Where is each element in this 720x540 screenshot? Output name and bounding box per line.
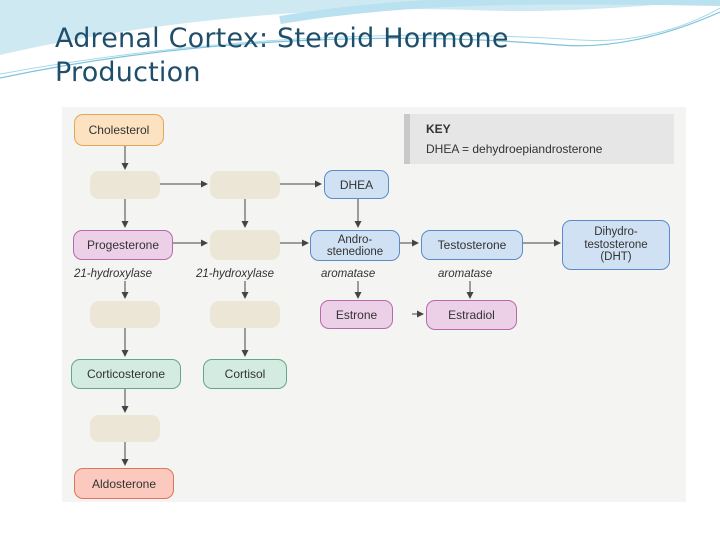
node-estradiol: Estradiol xyxy=(426,300,517,330)
slide-title-line-2: Production xyxy=(55,56,655,90)
node-cholesterol: Cholesterol xyxy=(74,114,164,146)
node-aldosterone: Aldosterone xyxy=(74,468,174,499)
slide-title-line-1: Adrenal Cortex: Steroid Hormone xyxy=(55,22,655,56)
node-dihydrotestosterone: Dihydro- testosterone (DHT) xyxy=(562,220,670,270)
slide-title: Adrenal Cortex: Steroid Hormone Producti… xyxy=(55,22,655,90)
node-blank-col1-row3 xyxy=(90,301,160,328)
enzyme-aromatase-col3: aromatase xyxy=(321,268,375,280)
node-blank-col1-row1 xyxy=(90,171,160,199)
node-blank-col2-row2 xyxy=(210,230,280,260)
node-testosterone: Testosterone xyxy=(421,230,523,260)
node-estrone: Estrone xyxy=(320,300,393,329)
node-progesterone: Progesterone xyxy=(73,230,173,260)
enzyme-aromatase-col4: aromatase xyxy=(438,268,492,280)
steroid-pathway-diagram: KEY DHEA = dehydroepiandrosterone Choles… xyxy=(62,107,686,502)
enzyme-21-hydroxylase-col2: 21-hydroxylase xyxy=(196,268,274,280)
key-title: KEY xyxy=(426,122,451,136)
node-corticosterone: Corticosterone xyxy=(71,359,181,389)
node-dhea: DHEA xyxy=(324,170,389,199)
key-entry: DHEA = dehydroepiandrosterone xyxy=(426,142,602,156)
enzyme-21-hydroxylase-col1: 21-hydroxylase xyxy=(74,268,152,280)
node-blank-col2-row1 xyxy=(210,171,280,199)
node-blank-col2-row3 xyxy=(210,301,280,328)
node-androstenedione: Andro- stenedione xyxy=(310,230,400,261)
node-blank-col1-row5 xyxy=(90,415,160,442)
diagram-key: KEY DHEA = dehydroepiandrosterone xyxy=(404,114,674,164)
node-cortisol: Cortisol xyxy=(203,359,287,389)
